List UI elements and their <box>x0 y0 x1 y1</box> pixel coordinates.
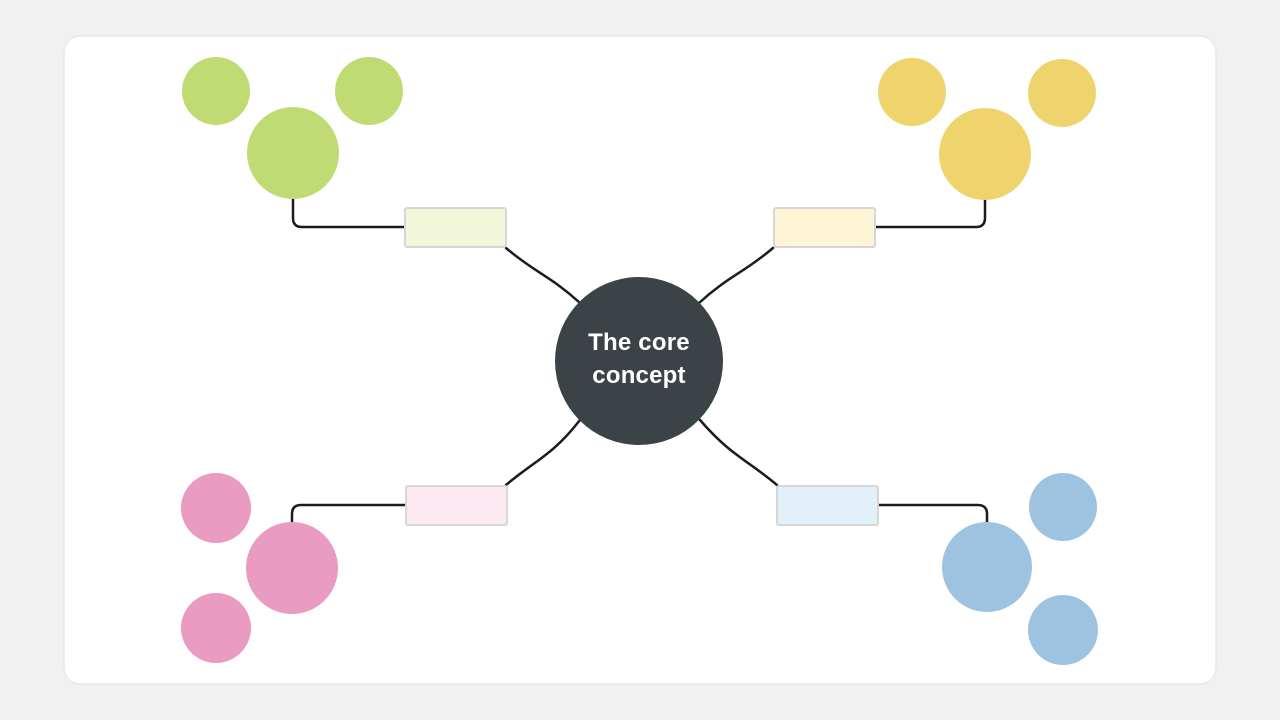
branch-node-bottom-right[interactable] <box>776 485 879 526</box>
connector-bottom-right-curve <box>698 418 779 487</box>
cluster-circle-large[interactable] <box>939 108 1031 200</box>
connector-top-right-elbow <box>874 197 987 229</box>
cluster-circle-small-1[interactable] <box>181 473 251 543</box>
branch-node-top-left[interactable] <box>404 207 507 248</box>
central-topic[interactable] <box>555 277 723 445</box>
connector-lines <box>290 196 989 524</box>
cluster-circle-large[interactable] <box>247 107 339 199</box>
connector-top-right-curve <box>697 246 775 305</box>
cluster-circle-small-1[interactable] <box>182 57 250 125</box>
cluster-circle-large[interactable] <box>942 522 1032 612</box>
branch-node-top-right[interactable] <box>773 207 876 248</box>
cluster-circle-small-2[interactable] <box>181 593 251 663</box>
connector-bottom-left-elbow <box>290 503 407 524</box>
cluster-bottom-right <box>942 473 1098 665</box>
connector-top-left-curve <box>504 246 582 305</box>
cluster-circle-small-1[interactable] <box>878 58 946 126</box>
cluster-circle-small-2[interactable] <box>1028 59 1096 127</box>
connector-bottom-right-elbow <box>876 503 989 524</box>
cluster-top-right <box>878 58 1096 200</box>
cluster-circle-large[interactable] <box>246 522 338 614</box>
cluster-circle-small-2[interactable] <box>1028 595 1098 665</box>
cluster-top-left <box>182 57 403 199</box>
connector-top-left-elbow <box>291 196 406 229</box>
branch-node-bottom-left[interactable] <box>405 485 508 526</box>
cluster-bottom-left <box>181 473 338 663</box>
cluster-circle-small-2[interactable] <box>335 57 403 125</box>
cluster-circle-small-1[interactable] <box>1029 473 1097 541</box>
connector-bottom-left-curve <box>504 418 582 487</box>
